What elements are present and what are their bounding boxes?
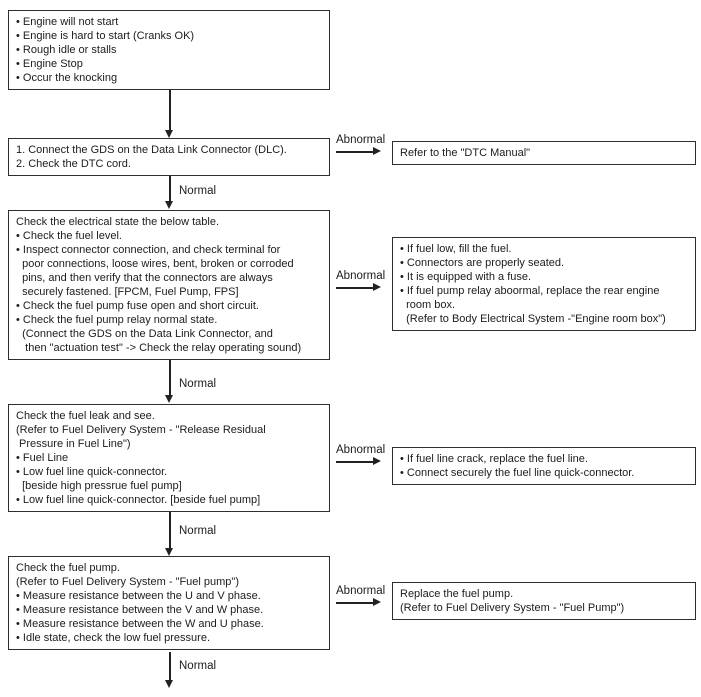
- down-arrowhead-icon: [165, 548, 173, 556]
- step-box-electrical-check: Check the electrical state the below tab…: [8, 210, 330, 360]
- flow-connector-line: [169, 652, 171, 680]
- flow-connector-line: [169, 176, 171, 201]
- step-box-fuel-pump-check: Check the fuel pump. (Refer to Fuel Deli…: [8, 556, 330, 650]
- abnormal-label-2: Abnormal: [336, 270, 386, 282]
- abnormal-label-1: Abnormal: [336, 134, 386, 146]
- down-arrowhead-icon: [165, 680, 173, 688]
- normal-label-4: Normal: [179, 660, 217, 672]
- result-box-replace-fuel-pump: Replace the fuel pump. (Refer to Fuel De…: [392, 582, 696, 620]
- abnormal-label-3: Abnormal: [336, 444, 386, 456]
- normal-label-1: Normal: [179, 185, 217, 197]
- flow-connector-line: [169, 90, 171, 130]
- right-arrowhead-icon: [373, 147, 381, 155]
- flow-connector-line: [169, 512, 171, 548]
- result-box-dtc-manual: Refer to the "DTC Manual": [392, 141, 696, 165]
- flow-connector-line: [336, 151, 373, 153]
- result-box-electrical-remedies: • If fuel low, fill the fuel. • Connecto…: [392, 237, 696, 331]
- down-arrowhead-icon: [165, 395, 173, 403]
- abnormal-label-4: Abnormal: [336, 585, 386, 597]
- down-arrowhead-icon: [165, 130, 173, 138]
- right-arrowhead-icon: [373, 598, 381, 606]
- right-arrowhead-icon: [373, 283, 381, 291]
- flow-connector-line: [336, 602, 373, 604]
- step-box-fuel-leak-check: Check the fuel leak and see. (Refer to F…: [8, 404, 330, 512]
- result-box-fuel-line-remedies: • If fuel line crack, replace the fuel l…: [392, 447, 696, 485]
- symptoms-box: • Engine will not start • Engine is hard…: [8, 10, 330, 90]
- normal-label-3: Normal: [179, 525, 217, 537]
- flow-connector-line: [336, 287, 373, 289]
- flow-connector-line: [169, 360, 171, 395]
- normal-label-2: Normal: [179, 378, 217, 390]
- right-arrowhead-icon: [373, 457, 381, 465]
- down-arrowhead-icon: [165, 201, 173, 209]
- step-box-dtc-check: 1. Connect the GDS on the Data Link Conn…: [8, 138, 330, 176]
- flow-connector-line: [336, 461, 373, 463]
